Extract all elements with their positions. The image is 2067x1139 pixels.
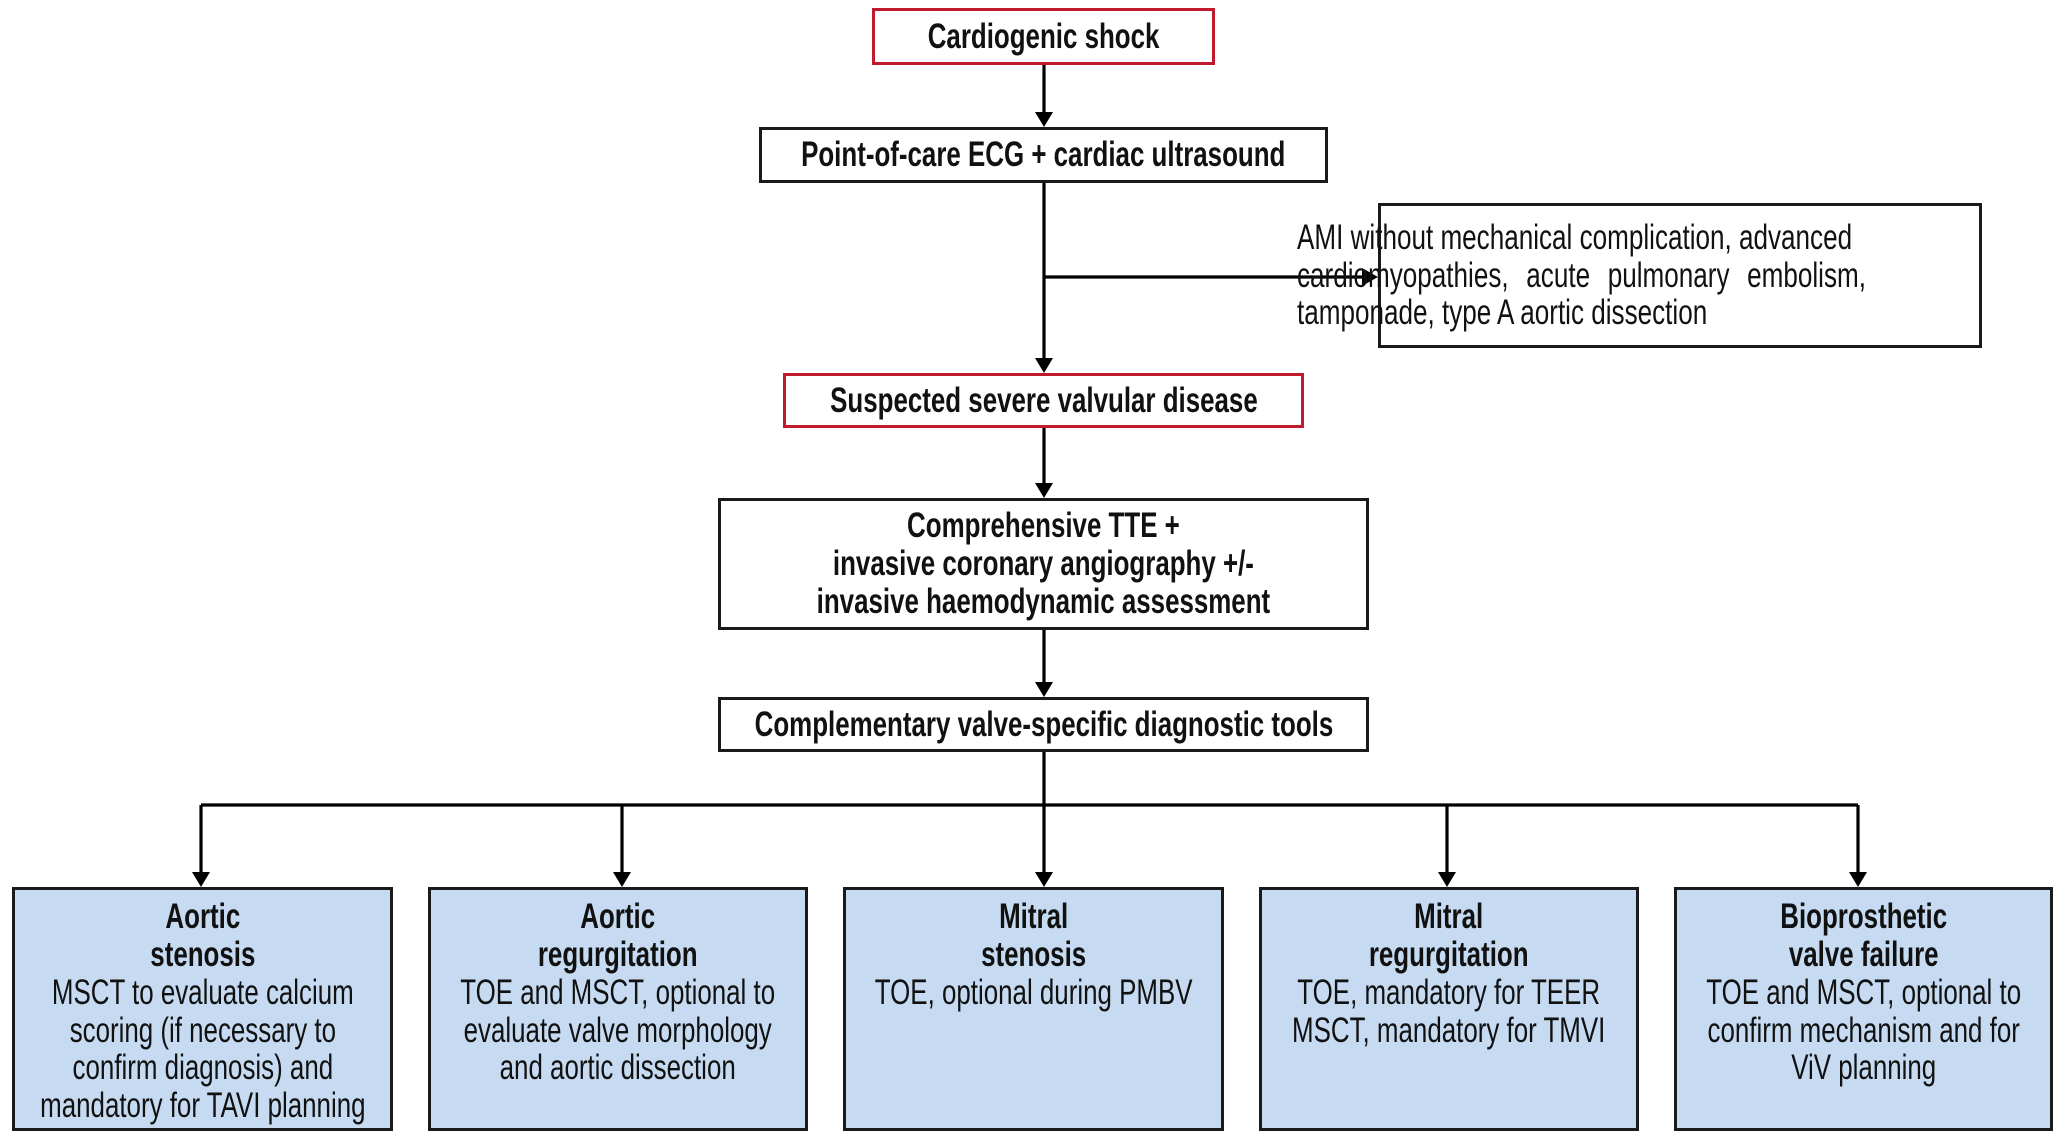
category-aortic-regurgitation: Aortic regurgitation TOE and MSCT, optio… — [428, 887, 808, 1131]
category-body-line: scoring (if necessary to — [69, 1010, 336, 1050]
arrowhead-icon — [1438, 872, 1456, 887]
category-content: Mitral regurgitation TOE, mandatory for … — [1292, 898, 1605, 1049]
node-text: Comprehensive TTE + invasive coronary an… — [817, 507, 1270, 621]
category-title: Mitral — [1414, 897, 1484, 936]
node-comprehensive-assessment: Comprehensive TTE + invasive coronary an… — [718, 498, 1369, 630]
category-body-line: and aortic dissection — [499, 1048, 737, 1087]
category-title: regurgitation — [538, 935, 698, 974]
category-title: valve failure — [1788, 935, 1939, 974]
category-body-line: MSCT to evaluate calcium — [51, 973, 354, 1012]
text-line: invasive coronary angiography +/- — [832, 544, 1255, 583]
category-body-line: TOE, optional during PMBV — [874, 973, 1193, 1012]
category-body-line: confirm diagnosis) and — [72, 1048, 333, 1087]
arrowhead-icon — [192, 872, 210, 887]
node-label: Point-of-care ECG + cardiac ultrasound — [801, 135, 1286, 174]
arrowhead-icon — [1362, 268, 1378, 286]
category-title: Aortic — [165, 897, 240, 936]
category-body-line: evaluate valve morphology — [463, 1010, 773, 1050]
node-alternative-diagnoses: AMI without mechanical complication, adv… — [1297, 203, 1982, 348]
category-title: Aortic — [580, 897, 656, 936]
node-complementary-tools: Complementary valve-specific diagnostic … — [718, 697, 1369, 752]
category-title: Bioprosthetic — [1780, 897, 1947, 936]
arrowhead-icon — [1035, 358, 1053, 373]
category-content: Mitral stenosis TOE, optional during PMB… — [875, 898, 1193, 1012]
category-content: Aortic regurgitation TOE and MSCT, optio… — [461, 898, 776, 1087]
node-label: Cardiogenic shock — [927, 16, 1160, 56]
node-cardiogenic-shock: Cardiogenic shock — [872, 8, 1215, 65]
node-label: Complementary valve-specific diagnostic … — [754, 704, 1333, 744]
arrowhead-icon — [1035, 483, 1053, 498]
category-content: Aortic stenosis MSCT to evaluate calcium… — [40, 898, 365, 1124]
category-body-line: ViV planning — [1791, 1048, 1936, 1087]
node-label: Suspected severe valvular disease — [829, 380, 1258, 420]
text-line: cardiomyopathies, acute pulmonary emboli… — [1297, 255, 1867, 295]
category-bioprosthetic-valve-failure: Bioprosthetic valve failure TOE and MSCT… — [1674, 887, 2053, 1131]
text-line: tamponade, type A aortic dissection — [1297, 293, 1708, 333]
node-point-of-care: Point-of-care ECG + cardiac ultrasound — [759, 127, 1328, 183]
category-content: Bioprosthetic valve failure TOE and MSCT… — [1706, 898, 2021, 1087]
category-title: regurgitation — [1369, 935, 1529, 974]
category-body-line: mandatory for TAVI planning — [39, 1085, 366, 1125]
arrowhead-icon — [1035, 872, 1053, 887]
arrowhead-icon — [613, 872, 631, 887]
category-body-line: TOE and MSCT, optional to — [460, 973, 776, 1012]
category-title: stenosis — [149, 935, 256, 974]
category-mitral-stenosis: Mitral stenosis TOE, optional during PMB… — [843, 887, 1224, 1131]
text-line: AMI without mechanical complication, adv… — [1297, 218, 1853, 258]
category-body-line: TOE, mandatory for TEER — [1297, 973, 1601, 1012]
arrowhead-icon — [1035, 112, 1053, 127]
node-text: AMI without mechanical complication, adv… — [1297, 219, 1866, 332]
category-body-line: MSCT, mandatory for TMVI — [1292, 1010, 1606, 1050]
category-mitral-regurgitation: Mitral regurgitation TOE, mandatory for … — [1259, 887, 1639, 1131]
category-title: stenosis — [980, 935, 1087, 974]
category-aortic-stenosis: Aortic stenosis MSCT to evaluate calcium… — [12, 887, 393, 1131]
category-body-line: confirm mechanism and for — [1707, 1010, 2020, 1050]
category-title: Mitral — [998, 897, 1069, 936]
text-line: invasive haemodynamic assessment — [816, 582, 1271, 621]
text-line: Comprehensive TTE + — [907, 506, 1180, 545]
node-suspected-valvular-disease: Suspected severe valvular disease — [783, 373, 1304, 428]
arrowhead-icon — [1035, 682, 1053, 697]
arrowhead-icon — [1849, 872, 1867, 887]
category-body-line: TOE and MSCT, optional to — [1706, 973, 2021, 1012]
